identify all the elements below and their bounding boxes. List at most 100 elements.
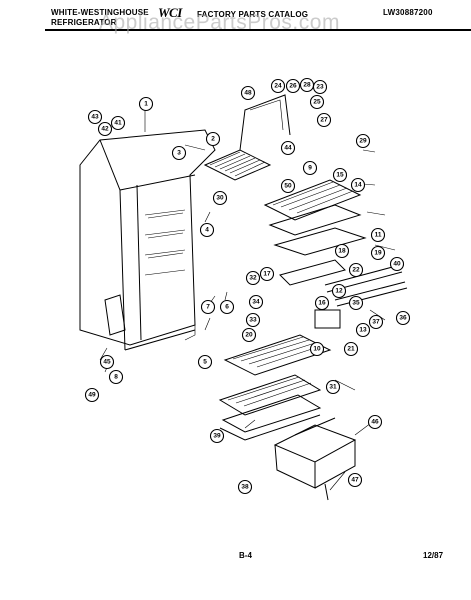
svg-text:38: 38 bbox=[241, 484, 249, 491]
brand-name: WHITE-WESTINGHOUSE bbox=[51, 8, 149, 17]
watermark: AppliancePartsPros.com bbox=[99, 11, 340, 34]
svg-text:50: 50 bbox=[284, 183, 292, 190]
svg-text:31: 31 bbox=[329, 384, 337, 391]
callout-11: 11 bbox=[370, 227, 386, 243]
wci-logo: WCI bbox=[158, 5, 182, 20]
svg-text:9: 9 bbox=[308, 165, 312, 172]
svg-text:37: 37 bbox=[372, 319, 380, 326]
callout-26: 26 bbox=[285, 78, 301, 94]
svg-text:11: 11 bbox=[375, 232, 382, 239]
svg-text:17: 17 bbox=[263, 271, 271, 278]
callout-50: 50 bbox=[280, 178, 296, 194]
callout-28: 28 bbox=[299, 77, 315, 93]
callout-16: 16 bbox=[314, 295, 330, 311]
svg-text:10: 10 bbox=[313, 346, 321, 353]
callout-19: 19 bbox=[370, 245, 386, 261]
callout-38: 38 bbox=[237, 479, 253, 495]
svg-text:20: 20 bbox=[245, 332, 253, 339]
callout-23: 23 bbox=[312, 79, 328, 95]
svg-text:6: 6 bbox=[225, 304, 229, 311]
svg-text:33: 33 bbox=[249, 317, 257, 324]
lower-shelves-drawing bbox=[218, 334, 332, 441]
svg-text:28: 28 bbox=[303, 82, 311, 89]
callout-7: 7 bbox=[200, 299, 216, 315]
callout-45: 45 bbox=[99, 354, 115, 370]
model-number: LW30887200 bbox=[383, 8, 433, 17]
callout-5: 5 bbox=[197, 354, 213, 370]
svg-text:2: 2 bbox=[211, 136, 215, 143]
callout-12: 12 bbox=[331, 283, 347, 299]
product-type: REFRIGERATOR bbox=[51, 18, 117, 27]
callout-10: 10 bbox=[309, 341, 325, 357]
svg-text:14: 14 bbox=[354, 182, 362, 189]
callout-33: 33 bbox=[245, 312, 261, 328]
callout-6: 6 bbox=[219, 299, 235, 315]
svg-text:3: 3 bbox=[177, 150, 181, 157]
svg-text:45: 45 bbox=[103, 359, 111, 366]
callout-42: 42 bbox=[97, 121, 113, 137]
callout-34: 34 bbox=[248, 294, 264, 310]
svg-text:19: 19 bbox=[374, 250, 382, 257]
svg-text:16: 16 bbox=[318, 300, 326, 307]
parts-diagram-page: WHITE-WESTINGHOUSE REFRIGERATOR WCI FACT… bbox=[45, 0, 471, 600]
callout-44: 44 bbox=[280, 140, 296, 156]
page-number: B-4 bbox=[239, 551, 252, 560]
svg-text:41: 41 bbox=[114, 120, 122, 127]
callout-36: 36 bbox=[395, 310, 411, 326]
callout-22: 22 bbox=[348, 262, 364, 278]
svg-text:22: 22 bbox=[352, 267, 360, 274]
crisper-drawer-drawing bbox=[273, 417, 357, 501]
svg-text:18: 18 bbox=[338, 248, 346, 255]
svg-text:4: 4 bbox=[205, 227, 209, 234]
svg-text:13: 13 bbox=[359, 327, 367, 334]
svg-text:39: 39 bbox=[213, 433, 221, 440]
callout-markers: 1 2 3 4 5 6 7 8 9 10 11 12 13 14 15 16 1… bbox=[84, 77, 411, 495]
callout-20: 20 bbox=[241, 327, 257, 343]
callout-2: 2 bbox=[205, 131, 221, 147]
svg-text:23: 23 bbox=[316, 84, 324, 91]
callout-35: 35 bbox=[348, 295, 364, 311]
callout-39: 39 bbox=[209, 428, 225, 444]
callout-29: 29 bbox=[355, 133, 371, 149]
svg-text:46: 46 bbox=[371, 419, 379, 426]
callout-32: 32 bbox=[245, 270, 261, 286]
svg-text:8: 8 bbox=[114, 374, 118, 381]
callout-41: 41 bbox=[110, 115, 126, 131]
callout-31: 31 bbox=[325, 379, 341, 395]
svg-text:15: 15 bbox=[336, 172, 344, 179]
callout-24: 24 bbox=[270, 78, 286, 94]
svg-text:21: 21 bbox=[347, 346, 355, 353]
callout-49: 49 bbox=[84, 387, 100, 403]
callout-27: 27 bbox=[316, 112, 332, 128]
callout-15: 15 bbox=[332, 167, 348, 183]
svg-text:32: 32 bbox=[249, 275, 257, 282]
svg-text:48: 48 bbox=[244, 90, 252, 97]
exploded-parts-diagram: 1 2 3 4 5 6 7 8 9 10 11 12 13 14 15 16 1… bbox=[79, 77, 411, 501]
svg-text:30: 30 bbox=[216, 195, 224, 202]
svg-text:25: 25 bbox=[313, 99, 321, 106]
svg-text:36: 36 bbox=[399, 315, 407, 322]
svg-text:27: 27 bbox=[320, 117, 328, 124]
callout-17: 17 bbox=[259, 266, 275, 282]
svg-text:34: 34 bbox=[252, 299, 260, 306]
svg-text:29: 29 bbox=[359, 138, 367, 145]
refrigerator-shelf-drawing bbox=[263, 179, 367, 256]
svg-text:5: 5 bbox=[203, 359, 207, 366]
callout-13: 13 bbox=[355, 322, 371, 338]
callout-43: 43 bbox=[87, 109, 103, 125]
callout-9: 9 bbox=[302, 160, 318, 176]
header-rule bbox=[45, 29, 471, 31]
callout-37: 37 bbox=[368, 314, 384, 330]
svg-text:26: 26 bbox=[289, 83, 297, 90]
svg-text:24: 24 bbox=[274, 83, 282, 90]
svg-text:47: 47 bbox=[351, 477, 359, 484]
callout-1: 1 bbox=[138, 96, 154, 112]
catalog-title: FACTORY PARTS CATALOG bbox=[197, 10, 309, 19]
svg-text:7: 7 bbox=[206, 304, 210, 311]
callout-4: 4 bbox=[199, 222, 215, 238]
svg-text:49: 49 bbox=[88, 392, 96, 399]
callout-21: 21 bbox=[343, 341, 359, 357]
callout-14: 14 bbox=[350, 177, 366, 193]
svg-text:40: 40 bbox=[393, 261, 401, 268]
callout-30: 30 bbox=[212, 190, 228, 206]
